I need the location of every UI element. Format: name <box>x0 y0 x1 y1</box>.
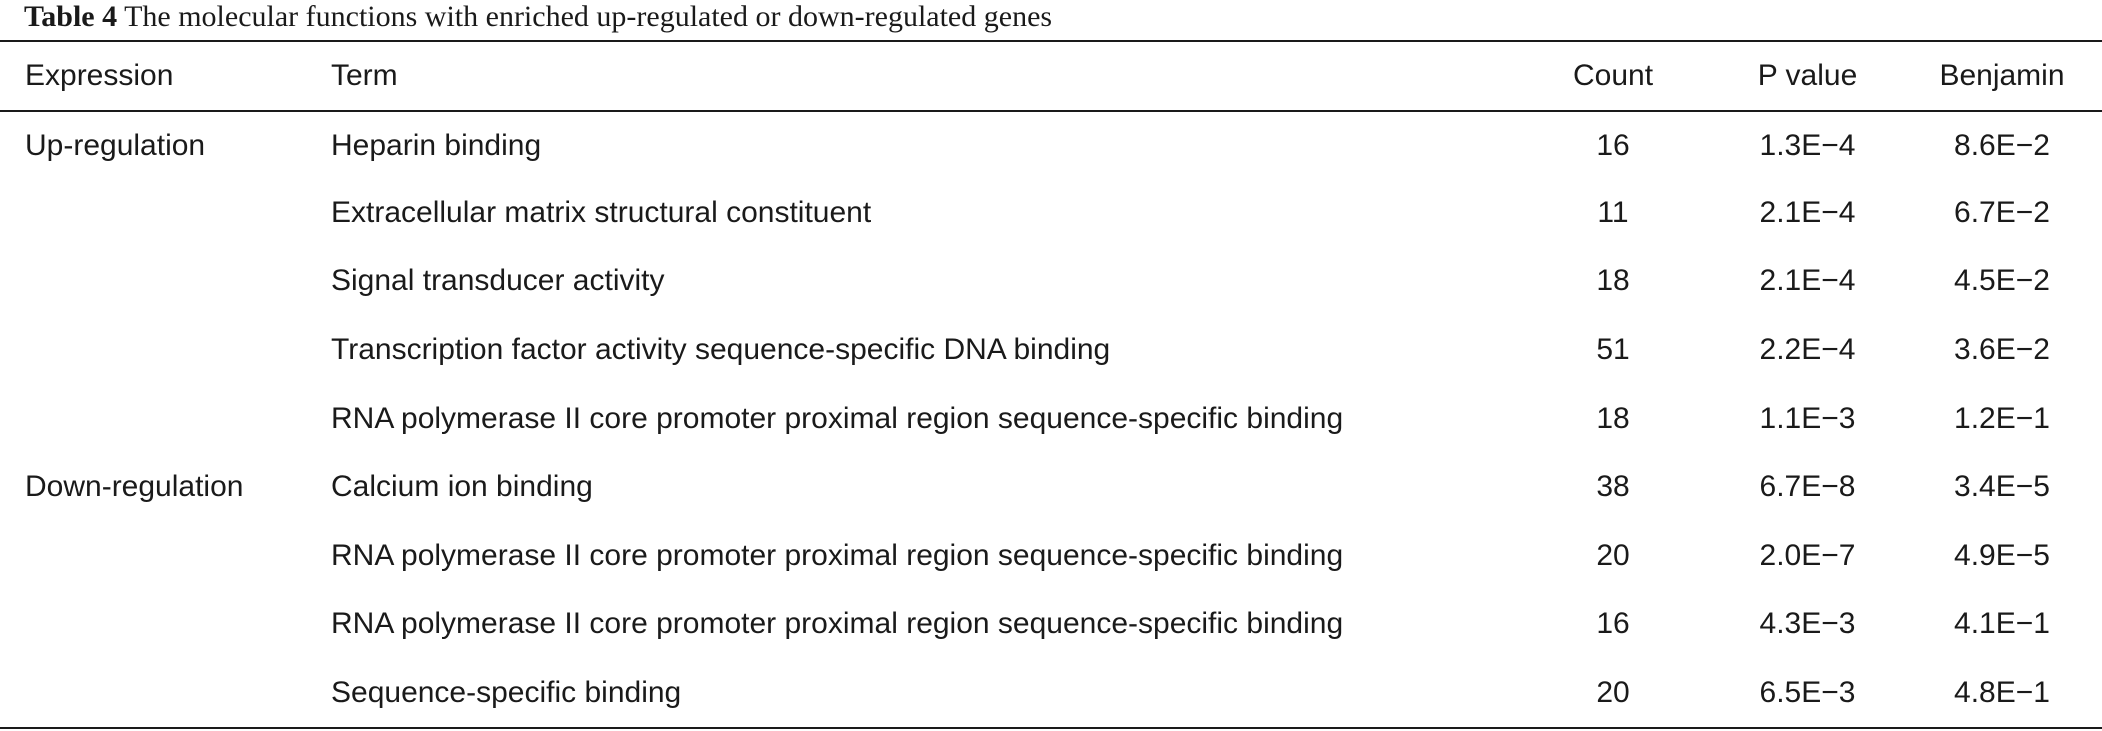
data-table: Expression Term Count P value Benjamin U… <box>0 42 2102 727</box>
cell-count: 20 <box>1596 676 1630 710</box>
cell-p-value: 2.1E−4 <box>1759 195 1856 229</box>
header-p-value: P value <box>1757 59 1858 92</box>
table-row: Extracellular matrix structural constitu… <box>0 179 2102 248</box>
cell-p-value: 2.0E−7 <box>1759 538 1856 572</box>
table-title: The molecular functions with enriched up… <box>124 0 1053 33</box>
cell-term: Extracellular matrix structural constitu… <box>331 195 872 229</box>
cell-count: 18 <box>1596 264 1630 298</box>
cell-term: Signal transducer activity <box>331 264 665 298</box>
header-rule <box>0 110 2102 112</box>
cell-count: 11 <box>1597 195 1629 229</box>
table-number: Table 4 <box>24 0 118 33</box>
cell-count: 16 <box>1596 129 1630 163</box>
cell-expression <box>0 179 331 248</box>
cell-p-value: 2.2E−4 <box>1759 333 1856 367</box>
cell-expression <box>0 659 331 728</box>
cell-expression <box>0 316 331 385</box>
cell-term: Calcium ion binding <box>331 470 593 504</box>
header-term: Term <box>331 59 398 92</box>
cell-term: RNA polymerase II core promoter proximal… <box>331 538 1344 572</box>
top-rule <box>0 40 2102 42</box>
table-row: Sequence-specific binding 20 6.5E−3 4.8E… <box>0 659 2102 728</box>
cell-benjamin: 4.8E−1 <box>1954 676 2050 710</box>
cell-benjamin: 6.7E−2 <box>1954 195 2050 229</box>
cell-count: 51 <box>1596 333 1630 367</box>
header-benjamin: Benjamin <box>1939 59 2065 92</box>
cell-term: RNA polymerase II core promoter proximal… <box>331 401 1344 435</box>
header-row: Expression Term Count P value Benjamin <box>0 42 2102 110</box>
cell-count: 20 <box>1596 538 1630 572</box>
cell-benjamin: 4.9E−5 <box>1954 538 2050 572</box>
cell-count: 38 <box>1596 470 1630 504</box>
bottom-rule <box>0 727 2102 729</box>
header-expression: Expression <box>25 59 174 92</box>
cell-term: Heparin binding <box>331 129 542 163</box>
table-row: Up-regulation Heparin binding 16 1.3E−4 … <box>0 110 2102 179</box>
table-row: RNA polymerase II core promoter proximal… <box>0 590 2102 659</box>
table-row: Signal transducer activity 18 2.1E−4 4.5… <box>0 247 2102 316</box>
table-caption: Table 4 The molecular functions with enr… <box>24 0 1052 36</box>
cell-expression <box>0 247 331 316</box>
cell-benjamin: 8.6E−2 <box>1954 129 2050 163</box>
cell-expression <box>0 522 331 591</box>
cell-p-value: 4.3E−3 <box>1759 607 1856 641</box>
cell-term: RNA polymerase II core promoter proximal… <box>331 607 1344 641</box>
header-count: Count <box>1572 59 1654 92</box>
table-row: Transcription factor activity sequence-s… <box>0 316 2102 385</box>
table-row: Down-regulation Calcium ion binding 38 6… <box>0 453 2102 522</box>
cell-count: 18 <box>1596 401 1630 435</box>
table-row: RNA polymerase II core promoter proximal… <box>0 522 2102 591</box>
cell-count: 16 <box>1596 607 1630 641</box>
cell-benjamin: 4.1E−1 <box>1954 607 2050 641</box>
cell-p-value: 6.5E−3 <box>1759 676 1856 710</box>
cell-p-value: 2.1E−4 <box>1759 264 1856 298</box>
cell-p-value: 1.1E−3 <box>1759 401 1856 435</box>
cell-benjamin: 3.4E−5 <box>1954 470 2050 504</box>
cell-expression <box>0 384 331 453</box>
cell-benjamin: 3.6E−2 <box>1954 333 2050 367</box>
cell-expression <box>0 590 331 659</box>
table-row: RNA polymerase II core promoter proximal… <box>0 384 2102 453</box>
cell-term: Transcription factor activity sequence-s… <box>331 333 1111 367</box>
cell-p-value: 1.3E−4 <box>1759 129 1856 163</box>
cell-benjamin: 1.2E−1 <box>1954 401 2050 435</box>
cell-benjamin: 4.5E−2 <box>1954 264 2050 298</box>
cell-p-value: 6.7E−8 <box>1759 470 1856 504</box>
cell-expression: Down-regulation <box>25 470 244 504</box>
cell-term: Sequence-specific binding <box>331 676 682 710</box>
cell-expression: Up-regulation <box>25 129 206 163</box>
